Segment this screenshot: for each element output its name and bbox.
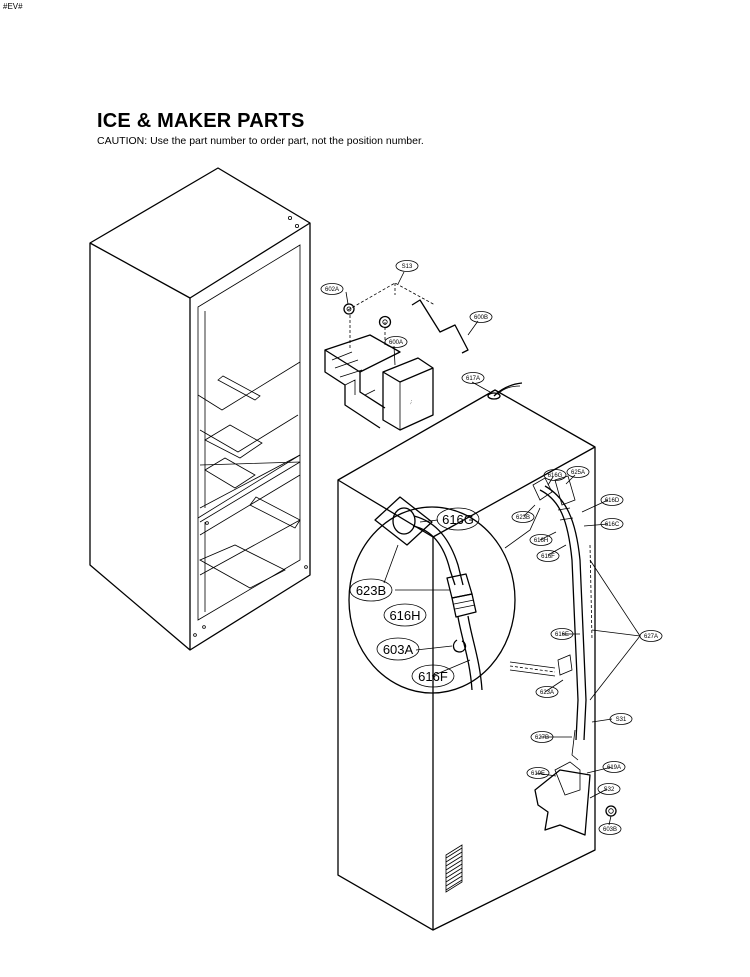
callouts-small: S13 602A 600B 600A 617A 616G 625A 616D 6… bbox=[320, 260, 663, 835]
svg-text:627B: 627B bbox=[535, 735, 549, 741]
callout-603b: 603B bbox=[598, 823, 622, 835]
svg-text:616F: 616F bbox=[541, 554, 555, 560]
callout-602a: 602A bbox=[320, 283, 344, 295]
svg-text:623B: 623B bbox=[356, 583, 386, 598]
callout-619e: 619E bbox=[526, 767, 550, 779]
svg-text:623A: 623A bbox=[540, 690, 554, 696]
svg-text:S13: S13 bbox=[402, 264, 413, 270]
svg-text:617A: 617A bbox=[466, 376, 480, 382]
callout-616c: 616C bbox=[600, 518, 624, 530]
svg-text:627A: 627A bbox=[644, 634, 658, 640]
svg-text:616H: 616H bbox=[534, 538, 548, 544]
detail-callout-616g: 616G bbox=[436, 507, 480, 531]
svg-text:603B: 603B bbox=[603, 827, 617, 833]
svg-text:616G: 616G bbox=[442, 512, 474, 527]
callout-616g: 616G bbox=[543, 469, 567, 481]
callout-623a: 623A bbox=[535, 686, 559, 698]
callout-627a: 627A bbox=[639, 630, 663, 642]
detail-callout-603a: 603A bbox=[376, 637, 420, 661]
svg-text:602A: 602A bbox=[325, 287, 339, 293]
svg-text:616H: 616H bbox=[389, 608, 420, 623]
page-code: #EV# bbox=[3, 2, 23, 11]
cabinet-drawing bbox=[89, 167, 311, 651]
svg-text:616G: 616G bbox=[548, 473, 563, 479]
detail-callout-623b: 623B bbox=[349, 578, 393, 602]
cabinet-rear-drawing bbox=[337, 271, 641, 931]
callout-619a: 619A bbox=[602, 761, 626, 773]
svg-text:S32: S32 bbox=[604, 787, 615, 793]
svg-text:619A: 619A bbox=[607, 765, 621, 771]
svg-text:623B: 623B bbox=[516, 515, 530, 521]
callout-600b: 600B bbox=[469, 311, 493, 323]
svg-text:625A: 625A bbox=[571, 470, 585, 476]
svg-text:603A: 603A bbox=[383, 642, 414, 657]
callout-s32: S32 bbox=[597, 783, 621, 795]
callout-627b: 627B bbox=[530, 731, 554, 743]
svg-text:616E: 616E bbox=[555, 632, 569, 638]
callout-s31: S31 bbox=[609, 713, 633, 725]
callout-616h-small: 616H bbox=[529, 534, 553, 546]
svg-text:600B: 600B bbox=[474, 315, 488, 321]
callout-617a: 617A bbox=[461, 372, 485, 384]
callout-623b-small: 623B bbox=[511, 511, 535, 523]
svg-text:616C: 616C bbox=[605, 522, 620, 528]
page-title: ICE & MAKER PARTS bbox=[97, 110, 305, 132]
callout-616f-small: 616F bbox=[536, 550, 560, 562]
detail-view bbox=[348, 496, 541, 694]
svg-text:616F: 616F bbox=[418, 669, 448, 684]
caution-note: CAUTION: Use the part number to order pa… bbox=[97, 135, 424, 147]
callout-625a: 625A bbox=[566, 466, 590, 478]
ice-maker-drawing: ⋯ bbox=[324, 282, 469, 431]
callout-616e: 616E bbox=[550, 628, 574, 640]
callout-600a: 600A bbox=[384, 336, 408, 348]
detail-callout-616f: 616F bbox=[411, 664, 455, 688]
callout-616d: 616D bbox=[600, 494, 624, 506]
svg-text:⋯: ⋯ bbox=[408, 399, 415, 405]
callouts-detail: 616G 623B 616H 603A 616F bbox=[349, 507, 480, 688]
detail-callout-616h: 616H bbox=[383, 603, 427, 627]
svg-text:600A: 600A bbox=[389, 340, 403, 346]
callout-s13: S13 bbox=[395, 260, 419, 272]
svg-text:616D: 616D bbox=[605, 498, 620, 504]
svg-text:619E: 619E bbox=[531, 771, 545, 777]
svg-text:S31: S31 bbox=[616, 717, 627, 723]
